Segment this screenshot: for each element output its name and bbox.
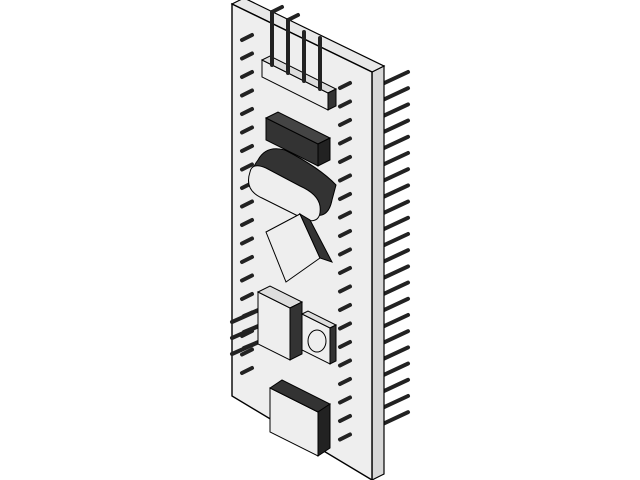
solder-pad: [338, 358, 352, 368]
solder-pad: [240, 347, 254, 357]
push-button: [300, 310, 338, 365]
solder-pad: [338, 192, 352, 201]
solder-pad: [240, 107, 254, 116]
button-cap-icon: [307, 329, 327, 353]
solder-pad: [338, 432, 352, 442]
solder-pad: [240, 292, 254, 301]
solder-pad: [240, 199, 254, 209]
solder-pad: [240, 70, 254, 79]
solder-pad: [338, 155, 352, 164]
solder-pad: [240, 51, 254, 61]
solder-pad: [240, 255, 254, 264]
ic-chip: [264, 111, 332, 167]
solder-pad: [240, 273, 254, 283]
solder-pad: [240, 125, 254, 135]
pad-grid: [240, 33, 352, 442]
solder-pad: [338, 210, 352, 220]
smd-component: [265, 212, 334, 283]
solder-pad: [338, 173, 352, 183]
solder-pad: [338, 377, 352, 386]
solder-pad: [338, 136, 352, 146]
solder-pad: [338, 247, 352, 257]
solder-pad: [338, 118, 352, 127]
solder-pad: [240, 218, 254, 227]
solder-pad: [338, 266, 352, 275]
solder-pad: [240, 88, 254, 98]
solder-pad: [240, 162, 254, 172]
voltage-regulator: [256, 285, 304, 361]
solder-pad: [338, 340, 352, 349]
solder-pad: [240, 236, 254, 246]
board-side-edge: [371, 65, 385, 480]
solder-pad: [338, 229, 352, 238]
solder-pad: [338, 303, 352, 312]
solder-pad: [240, 33, 254, 42]
solder-pad: [338, 99, 352, 109]
top-pin-header: [260, 5, 338, 111]
solder-pad: [338, 395, 352, 405]
solder-pad: [240, 144, 254, 153]
solder-pad: [338, 414, 352, 423]
solder-pad: [240, 366, 254, 375]
crystal-oscillator: [248, 148, 337, 222]
solder-pad: [338, 321, 352, 331]
solder-pad: [338, 284, 352, 294]
solder-pad: [338, 81, 352, 90]
usb-connector: [269, 379, 331, 457]
